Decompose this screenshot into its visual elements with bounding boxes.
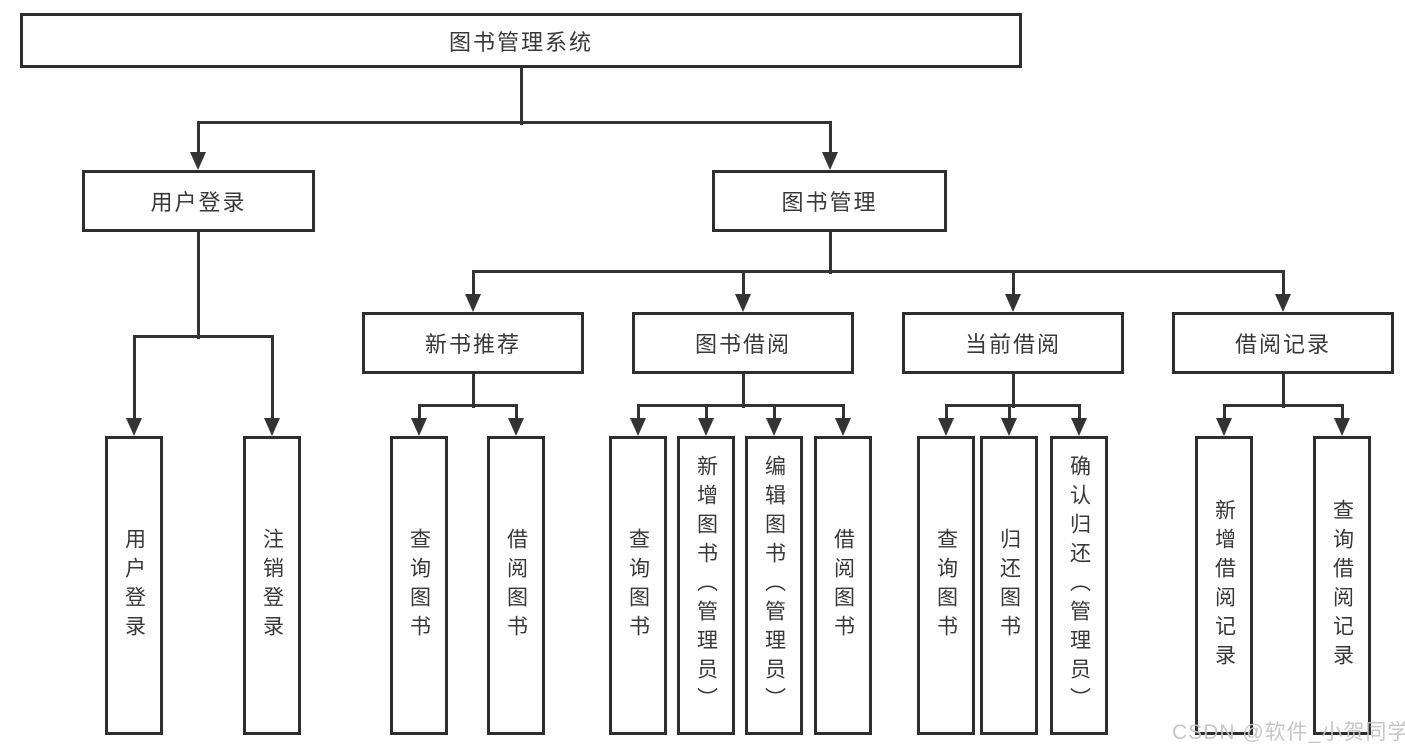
arrowhead-down-icon-4	[465, 294, 481, 312]
connector-rail-3	[417, 403, 518, 407]
node-leaf-bb-query-books: 查询图书	[609, 436, 667, 735]
connector-rail-1	[132, 334, 274, 338]
arrowhead-down-icon-11	[698, 418, 714, 436]
arrowhead-down-icon-13	[835, 418, 851, 436]
node-leaf-cb-query-books: 查询图书	[917, 436, 975, 735]
arrowhead-down-icon-1	[822, 152, 838, 170]
node-new-book-recommend: 新书推荐	[362, 312, 584, 374]
connector-stub-0	[519, 68, 523, 125]
connector-arrow-line-16	[1077, 403, 1081, 423]
node-current-borrowing: 当前借阅	[902, 312, 1124, 374]
connector-stub-4	[741, 374, 745, 408]
arrowhead-down-icon-0	[190, 152, 206, 170]
connector-arrow-line-14	[944, 403, 948, 423]
node-book-borrowing: 图书借阅	[632, 312, 854, 374]
arrowhead-down-icon-6	[1005, 294, 1021, 312]
node-leaf-rec-borrow-books: 借阅图书	[487, 436, 545, 735]
arrowhead-down-icon-9	[508, 418, 524, 436]
connector-stub-3	[471, 374, 475, 408]
connector-arrow-line-3	[270, 334, 274, 423]
watermark: CSDN @软件_小贺同学	[1172, 721, 1405, 744]
node-user-login: 用户登录	[82, 170, 315, 232]
connector-arrow-line-7	[1281, 269, 1285, 299]
arrowhead-down-icon-7	[1275, 294, 1291, 312]
node-leaf-bb-borrow-books: 借阅图书	[814, 436, 872, 735]
node-book-management: 图书管理	[712, 170, 947, 232]
node-leaf-br-query-record: 查询借阅记录	[1313, 436, 1371, 735]
connector-arrow-line-18	[1340, 403, 1344, 423]
arrowhead-down-icon-14	[938, 418, 954, 436]
node-leaf-user-login: 用户登录	[105, 436, 163, 735]
arrowhead-down-icon-16	[1071, 418, 1087, 436]
node-leaf-bb-add-books: 新增图书（管理员）	[677, 436, 735, 735]
connector-arrow-line-4	[471, 269, 475, 299]
connector-arrow-line-10	[636, 403, 640, 423]
connector-arrow-line-11	[704, 403, 708, 423]
connector-stub-2	[828, 232, 832, 274]
connector-arrow-line-2	[132, 334, 136, 423]
connector-stub-1	[196, 232, 200, 339]
node-leaf-cb-return-books: 归还图书	[980, 436, 1038, 735]
connector-arrow-line-0	[196, 120, 200, 157]
connector-arrow-line-17	[1222, 403, 1226, 423]
connector-arrow-line-8	[417, 403, 421, 423]
arrowhead-down-icon-8	[411, 418, 427, 436]
arrowhead-down-icon-12	[766, 418, 782, 436]
connector-arrow-line-5	[741, 269, 745, 299]
connector-stub-5	[1011, 374, 1015, 408]
arrowhead-down-icon-18	[1334, 418, 1350, 436]
arrowhead-down-icon-2	[126, 418, 142, 436]
connector-rail-5	[944, 403, 1081, 407]
connector-rail-0	[196, 120, 832, 124]
connector-arrow-line-9	[514, 403, 518, 423]
connector-rail-6	[1222, 403, 1344, 407]
node-system-root: 图书管理系统	[20, 13, 1022, 68]
connector-arrow-line-1	[828, 120, 832, 157]
connector-arrow-line-12	[772, 403, 776, 423]
connector-rail-2	[471, 269, 1285, 273]
arrowhead-down-icon-17	[1216, 418, 1232, 436]
node-borrowing-records: 借阅记录	[1172, 312, 1394, 374]
arrowhead-down-icon-10	[630, 418, 646, 436]
arrowhead-down-icon-3	[264, 418, 280, 436]
connector-arrow-line-6	[1011, 269, 1015, 299]
arrowhead-down-icon-15	[1001, 418, 1017, 436]
node-leaf-logout: 注销登录	[243, 436, 301, 735]
connector-stub-6	[1281, 374, 1285, 408]
node-leaf-br-add-record: 新增借阅记录	[1195, 436, 1253, 735]
node-leaf-bb-edit-books: 编辑图书（管理员）	[745, 436, 803, 735]
node-leaf-rec-query-books: 查询图书	[390, 436, 448, 735]
connector-arrow-line-15	[1007, 403, 1011, 423]
arrowhead-down-icon-5	[735, 294, 751, 312]
connector-rail-4	[636, 403, 845, 407]
connector-arrow-line-13	[841, 403, 845, 423]
node-leaf-cb-confirm-return: 确认归还（管理员）	[1050, 436, 1108, 735]
